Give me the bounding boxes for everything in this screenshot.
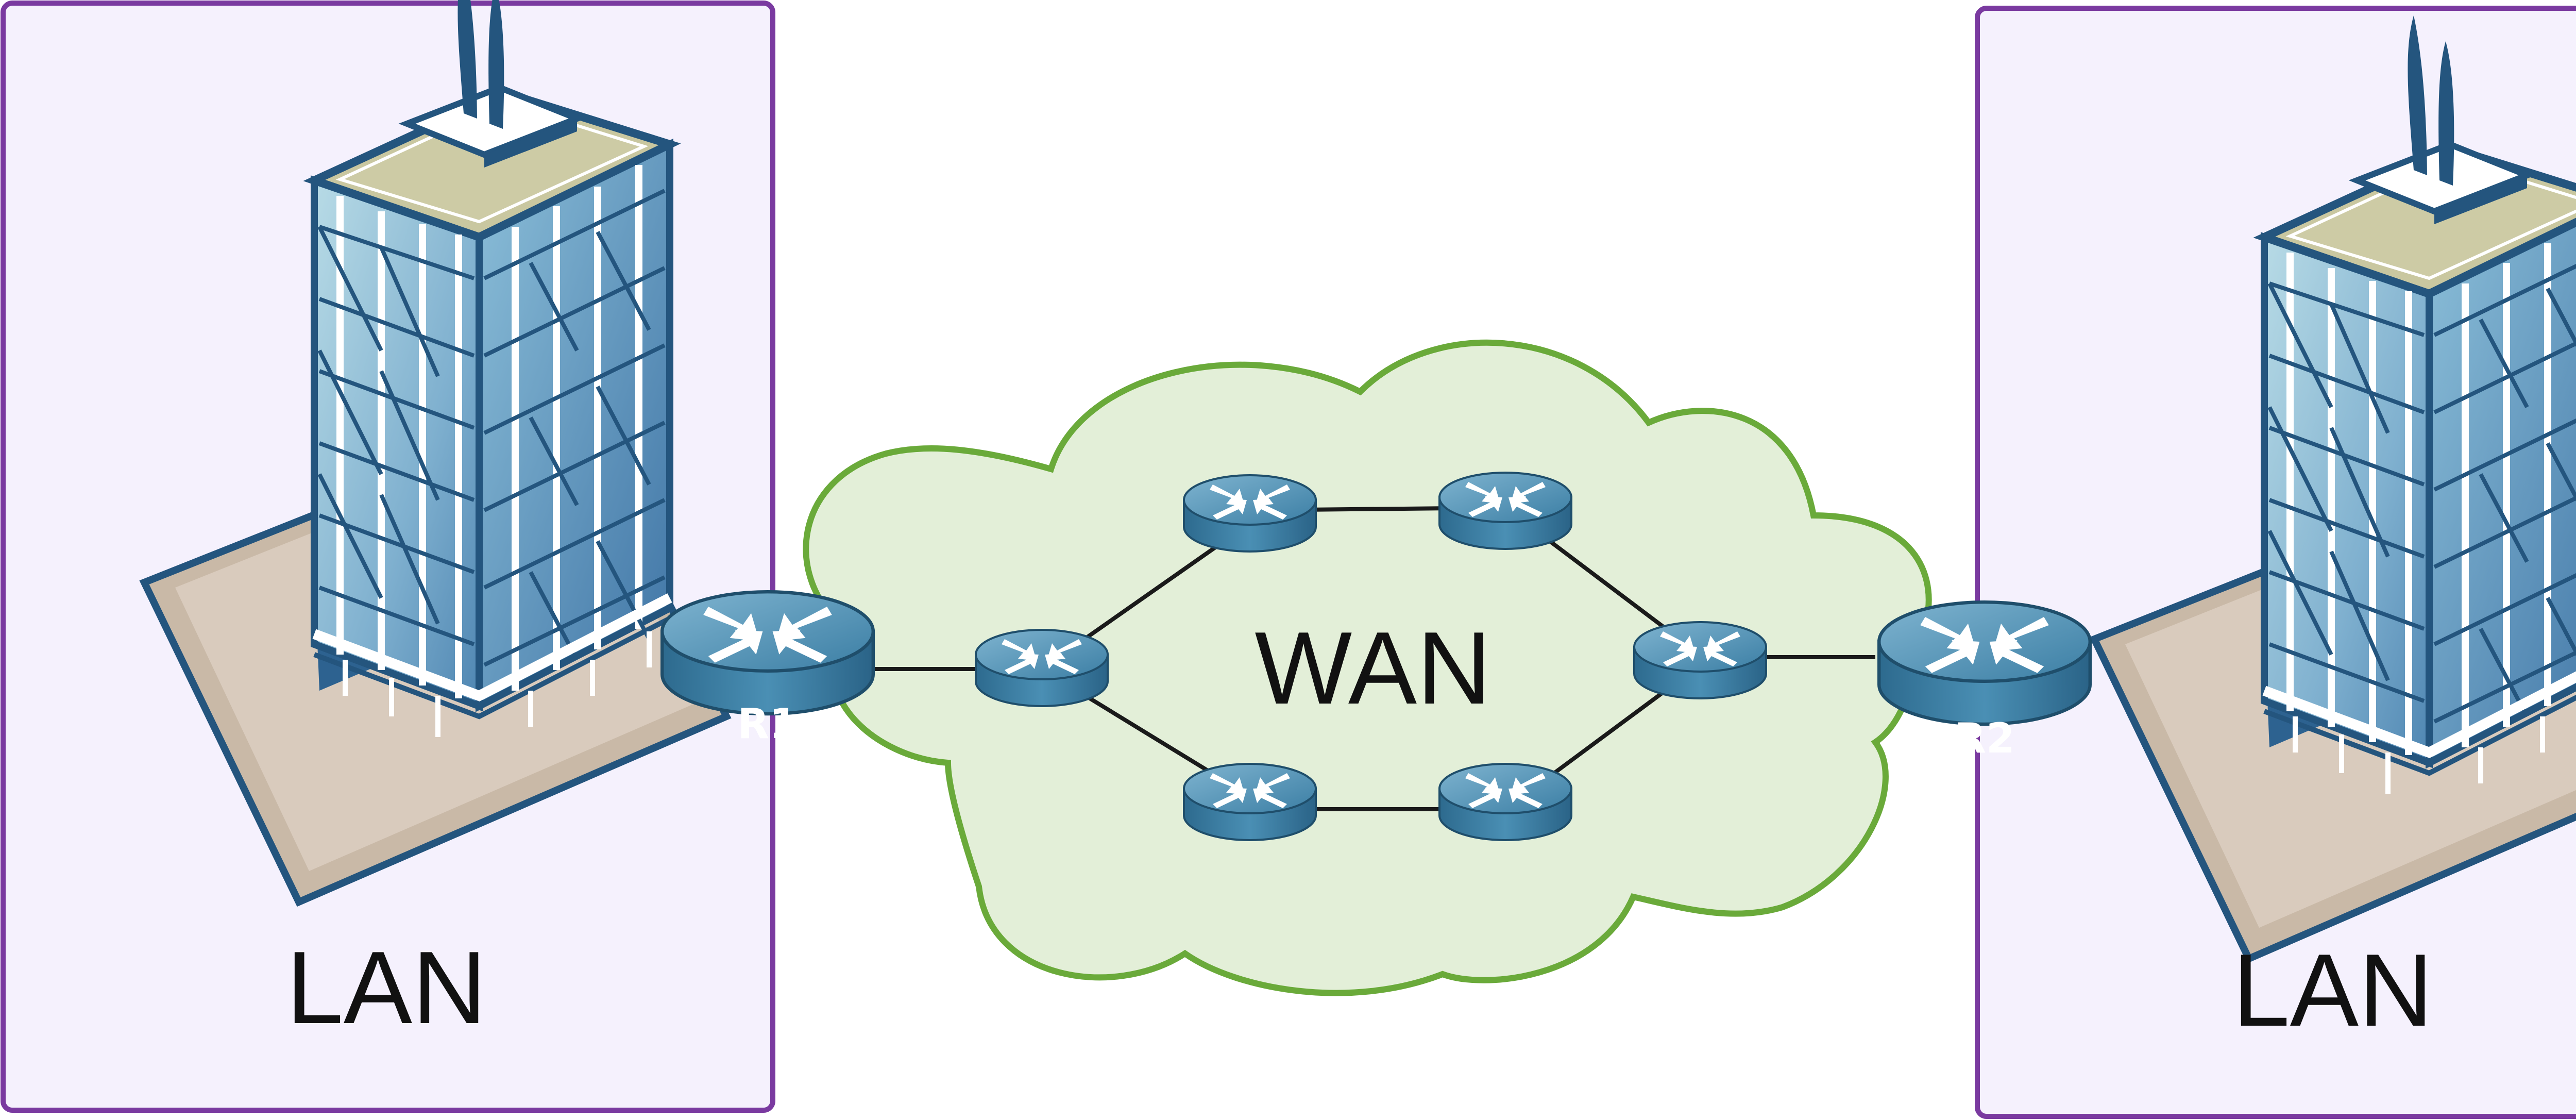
wan-router-icon (1438, 472, 1572, 550)
router-r1-label: R1 (737, 700, 798, 748)
router-r1-icon (662, 592, 873, 714)
router-r2-label: R2 (1954, 714, 2014, 762)
wan-router-icon (975, 629, 1109, 707)
wan-label: WAN (1255, 611, 1491, 726)
wan-cloud (803, 339, 1932, 996)
wan-router-icon (1183, 474, 1317, 553)
lan-left-label: LAN (286, 930, 486, 1045)
wan-router-icon (1183, 763, 1317, 841)
lan-right-label: LAN (2232, 933, 2433, 1048)
router-r2-icon (1879, 602, 2090, 724)
wan-router-icon (1633, 621, 1767, 699)
wan-router-icon (1438, 763, 1572, 841)
